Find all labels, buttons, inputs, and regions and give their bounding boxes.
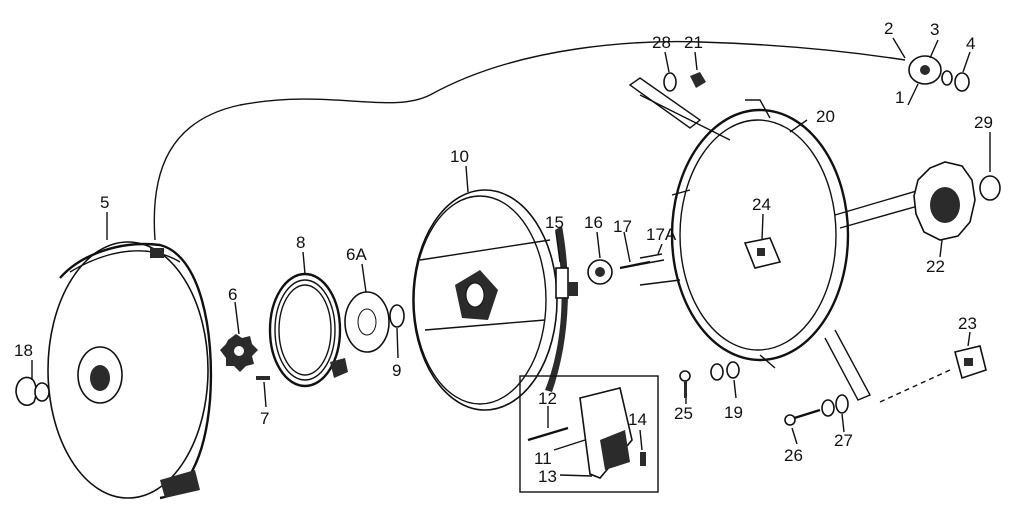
drive-star-part — [220, 334, 258, 372]
clip-part — [954, 345, 987, 380]
callout-24: 24 — [752, 195, 771, 214]
callout-15: 15 — [545, 213, 564, 232]
callout-6: 6 — [228, 285, 237, 304]
callout-17: 17 — [613, 217, 632, 236]
starter-cable — [153, 40, 906, 241]
callout-10: 10 — [450, 147, 469, 166]
callout-23: 23 — [958, 314, 977, 333]
callout-28: 28 — [652, 33, 671, 52]
inset-detail-box — [519, 375, 659, 493]
bolt-26 — [784, 408, 821, 426]
callout-2: 2 — [884, 19, 893, 38]
callout-14: 14 — [628, 410, 647, 429]
callout-21: 21 — [684, 33, 703, 52]
large-washer — [344, 291, 390, 353]
washer-29 — [979, 175, 1001, 201]
washer-19 — [710, 363, 724, 381]
cam-block — [743, 237, 782, 269]
callout-1: 1 — [895, 88, 904, 107]
callout-6a: 6A — [346, 245, 367, 264]
callout-12: 12 — [538, 389, 557, 408]
callout-25: 25 — [674, 404, 693, 423]
callout-7: 7 — [260, 409, 269, 428]
pawl-bracket — [555, 267, 578, 299]
callout-29: 29 — [974, 113, 993, 132]
callout-9: 9 — [392, 361, 401, 380]
callout-18: 18 — [14, 341, 33, 360]
starter-cup-gear — [913, 161, 976, 241]
callout-8: 8 — [296, 233, 305, 252]
bolt-25 — [679, 370, 691, 398]
callout-26: 26 — [784, 446, 803, 465]
callout-22: 22 — [926, 257, 945, 276]
callout-27: 27 — [834, 431, 853, 450]
starter-housing — [47, 241, 213, 500]
small-washer — [389, 304, 405, 328]
pin-part — [256, 376, 270, 380]
washer-19b — [726, 361, 740, 379]
callout-19: 19 — [724, 403, 743, 422]
cable-end-fitting — [908, 55, 970, 92]
callout-13: 13 — [538, 467, 557, 486]
callout-11: 11 — [534, 449, 552, 468]
washer-27b — [835, 394, 849, 414]
washer-27 — [821, 399, 835, 417]
mounting-bracket — [628, 77, 926, 401]
spring-clip-part — [639, 253, 665, 265]
callout-16: 16 — [584, 213, 603, 232]
recoil-spring — [268, 272, 348, 388]
callout-labels: 1 2 3 4 5 6 6A 7 8 9 10 11 12 13 14 15 1… — [14, 19, 993, 486]
callout-20: 20 — [816, 107, 835, 126]
callout-17a: 17A — [646, 225, 677, 244]
nut-21 — [690, 72, 706, 88]
washer-28 — [663, 72, 677, 92]
callout-3: 3 — [930, 20, 939, 39]
pulley — [412, 189, 568, 411]
callout-4: 4 — [966, 34, 975, 53]
leader-lines — [31, 37, 991, 477]
callout-5: 5 — [100, 193, 109, 212]
bushing-part — [587, 259, 613, 285]
alignment-line — [879, 369, 951, 403]
cap-nut-part — [15, 376, 50, 406]
